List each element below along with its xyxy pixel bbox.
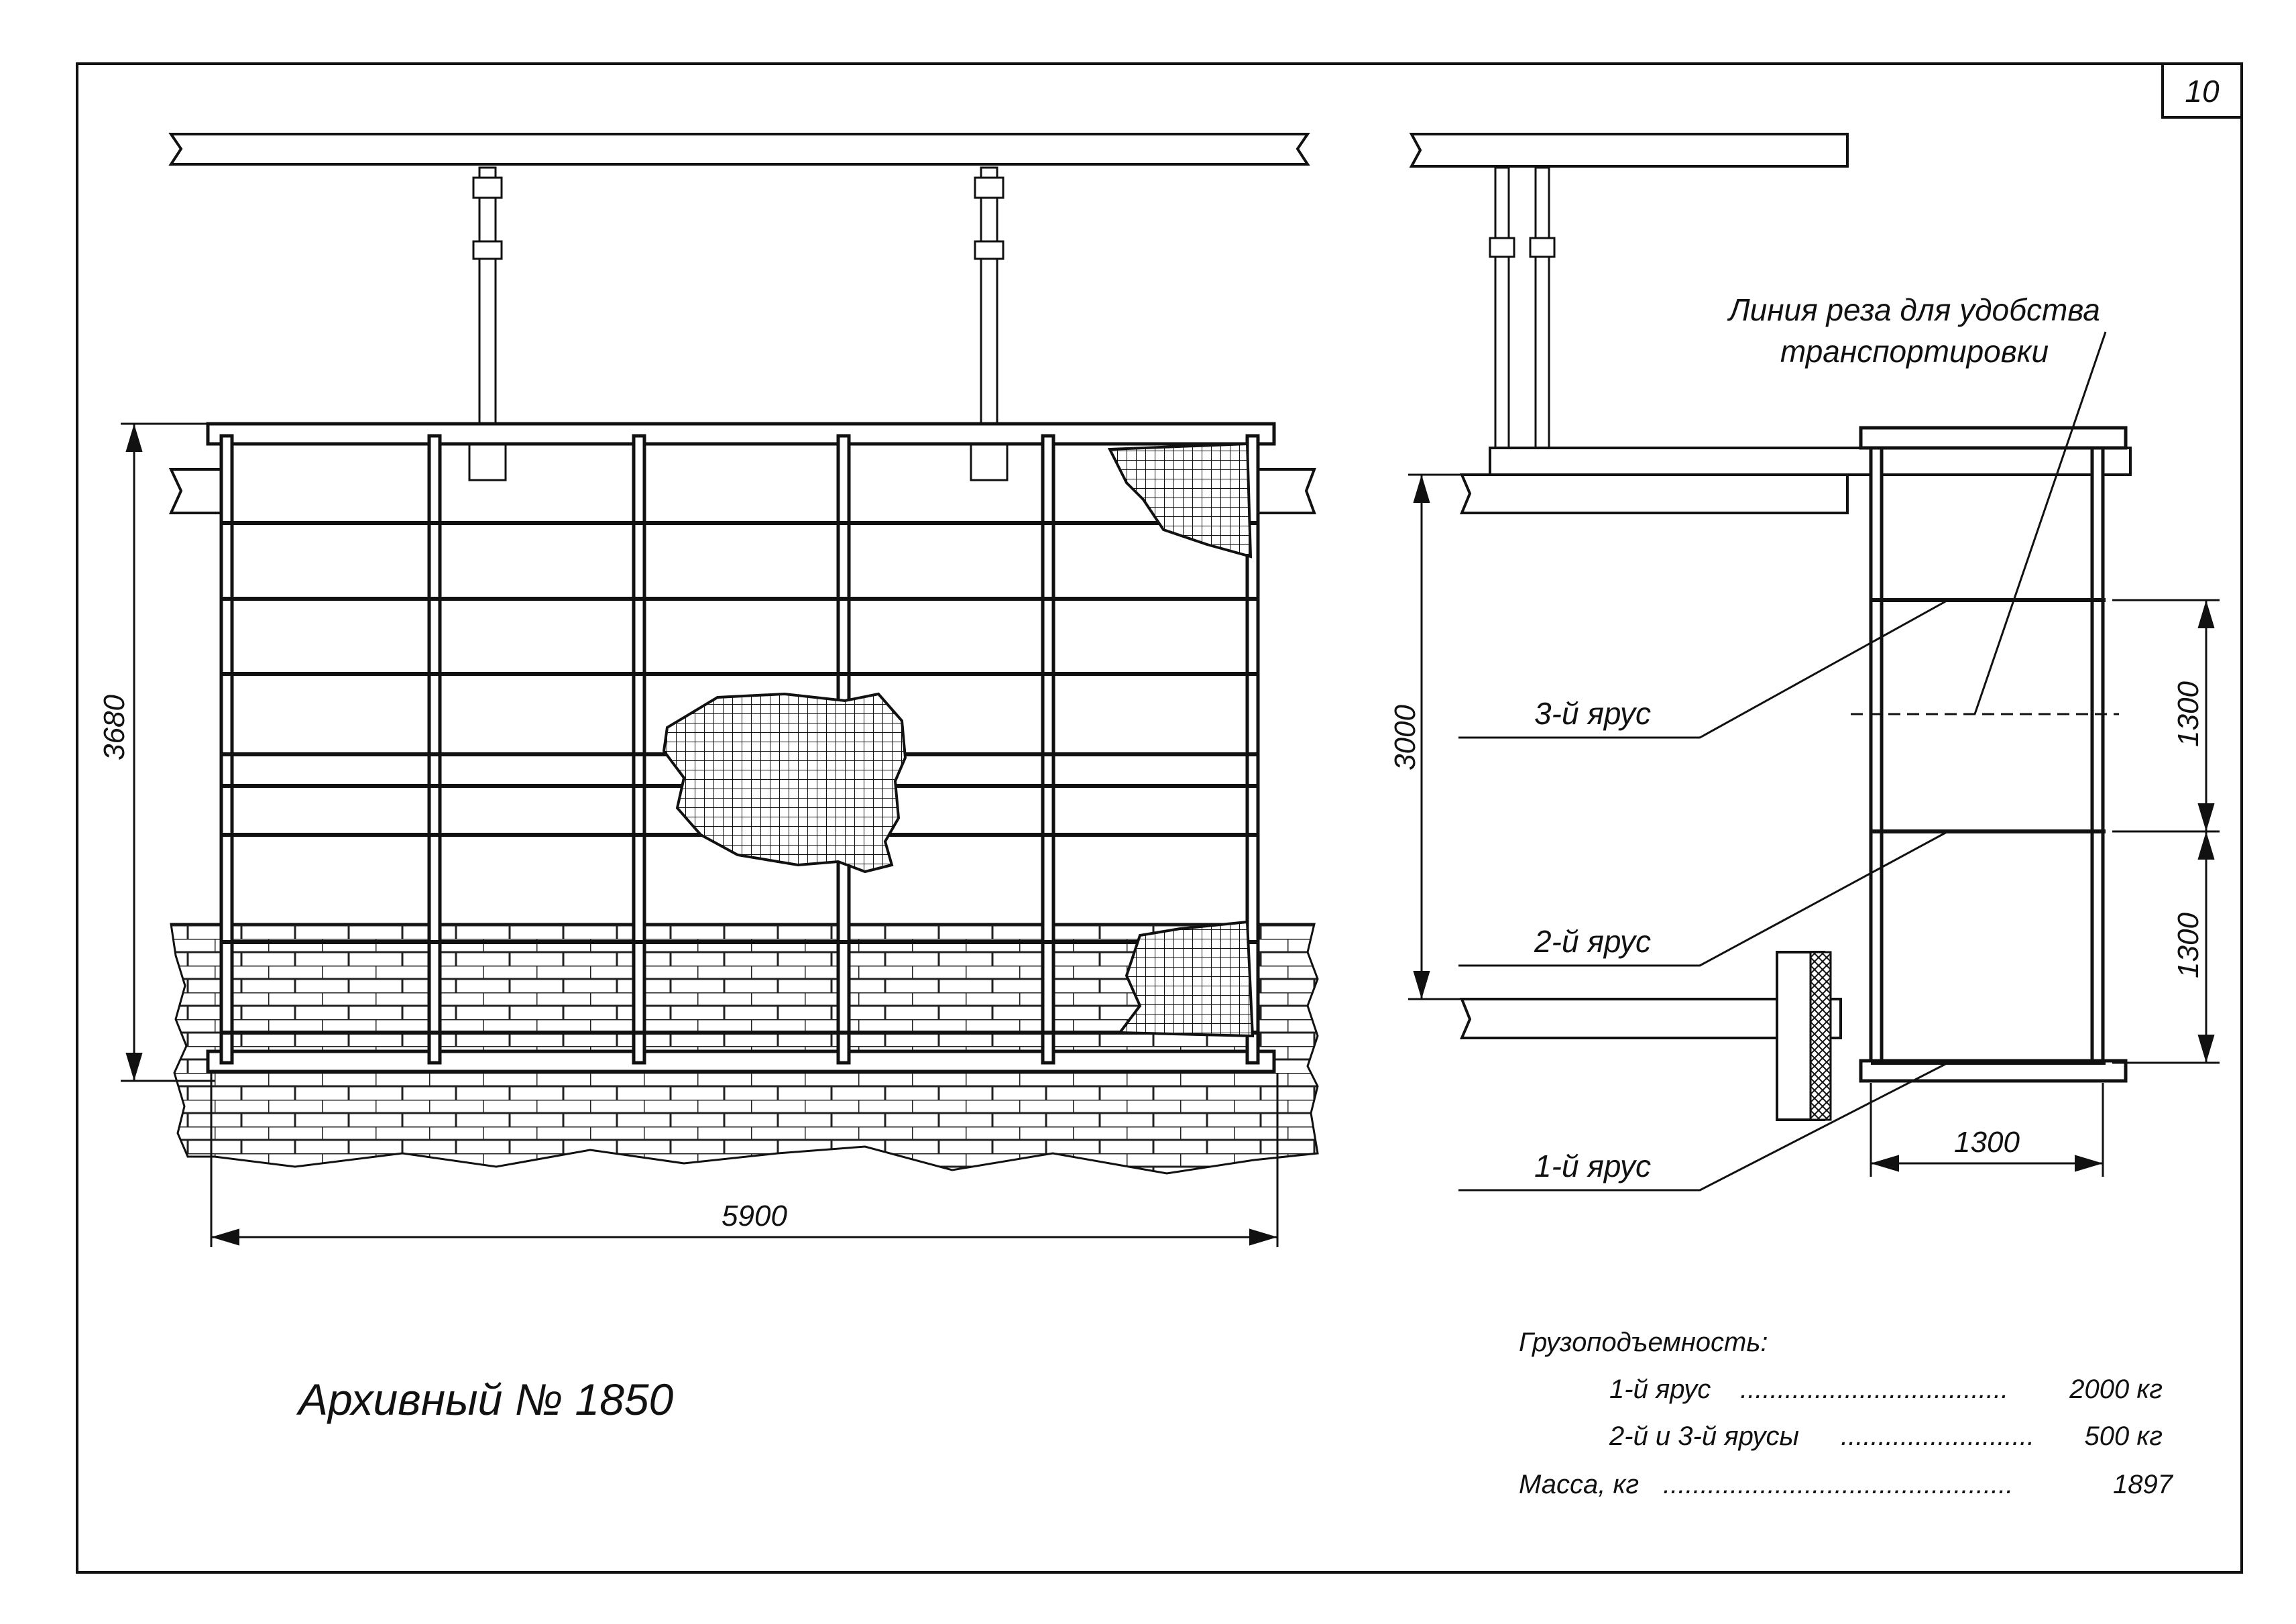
side-hanger-rods <box>1489 166 1556 451</box>
side-upper-floor <box>1459 473 1849 514</box>
specs-row-1-value: 2000 кг <box>2069 1375 2163 1404</box>
mesh-patch-bottom-right <box>1117 920 1255 1038</box>
specs-row-1-dots: .................................... <box>1740 1375 2008 1404</box>
tier-label-1: 1-й ярус <box>1534 1149 1651 1183</box>
front-dim-height-label: 3680 <box>98 695 131 760</box>
sheet-frame <box>76 62 2243 1574</box>
specs-row-3-label: Масса, кг <box>1519 1470 1639 1499</box>
upper-floor-slab-right <box>1253 468 1316 514</box>
mesh-patch-top-right <box>1107 442 1253 559</box>
side-dim-tier-lower-label: 1300 <box>2172 913 2205 978</box>
side-ceiling-slab <box>1409 133 1849 168</box>
upper-floor-slab-left <box>168 468 223 514</box>
specs-block: Грузоподъемность: 1-й ярус .............… <box>1519 1328 2174 1499</box>
specs-row-2-dots: .......................... <box>1841 1422 2034 1451</box>
ceiling-slab <box>168 133 1310 166</box>
mesh-patch-center <box>662 692 907 874</box>
side-dim-tiers <box>2112 599 2220 1064</box>
tier-label-3: 3-й ярус <box>1534 696 1651 731</box>
tier-label-2: 2-й ярус <box>1534 924 1651 959</box>
rack-top-beam <box>206 422 1276 446</box>
side-wall-hatch <box>1809 951 1832 1121</box>
sheet-number-box: 10 <box>2161 62 2243 119</box>
side-dim-depth-label: 1300 <box>1954 1126 2020 1159</box>
sheet-number: 10 <box>2185 74 2220 109</box>
front-dim-width-label: 5900 <box>722 1200 787 1232</box>
brick-wall <box>170 923 1319 1175</box>
front-view: 3680 5900 <box>98 133 1319 1247</box>
front-dim-width <box>210 1073 1279 1247</box>
hanger-rod-right <box>970 166 1009 481</box>
side-dim-depth <box>1870 1083 2104 1177</box>
specs-title: Грузоподъемность: <box>1519 1328 1768 1357</box>
specs-row-2-label: 2-й и 3-й ярусы <box>1609 1422 1799 1451</box>
side-tier-bars <box>1871 598 2106 1065</box>
side-rack <box>1859 426 2128 1083</box>
specs-row-3-value: 1897 <box>2113 1470 2174 1499</box>
rack-bottom-beam <box>206 1049 1276 1074</box>
side-dim-tier-upper-label: 1300 <box>2172 681 2205 747</box>
front-dim-height <box>121 422 215 1082</box>
cut-note-line2: транспортировки <box>1780 334 2049 369</box>
side-dim-floor-label: 3000 <box>1389 705 1422 770</box>
side-dim-floor <box>1408 473 1462 1000</box>
archive-label: Архивный № 1850 <box>296 1375 674 1424</box>
cut-note-line1: Линия реза для удобства <box>1727 292 2100 327</box>
specs-row-1-label: 1-й ярус <box>1609 1375 1711 1404</box>
specs-row-2-value: 500 кг <box>2085 1422 2163 1451</box>
specs-row-3-dots: ........................................… <box>1663 1470 2013 1499</box>
side-cantilever-beam <box>1489 447 2132 476</box>
rack-posts <box>219 434 1260 1065</box>
side-leaders <box>1458 331 2107 1192</box>
side-view: 3000 1300 1300 1300 Линия реза для удобс… <box>1389 133 2220 1192</box>
